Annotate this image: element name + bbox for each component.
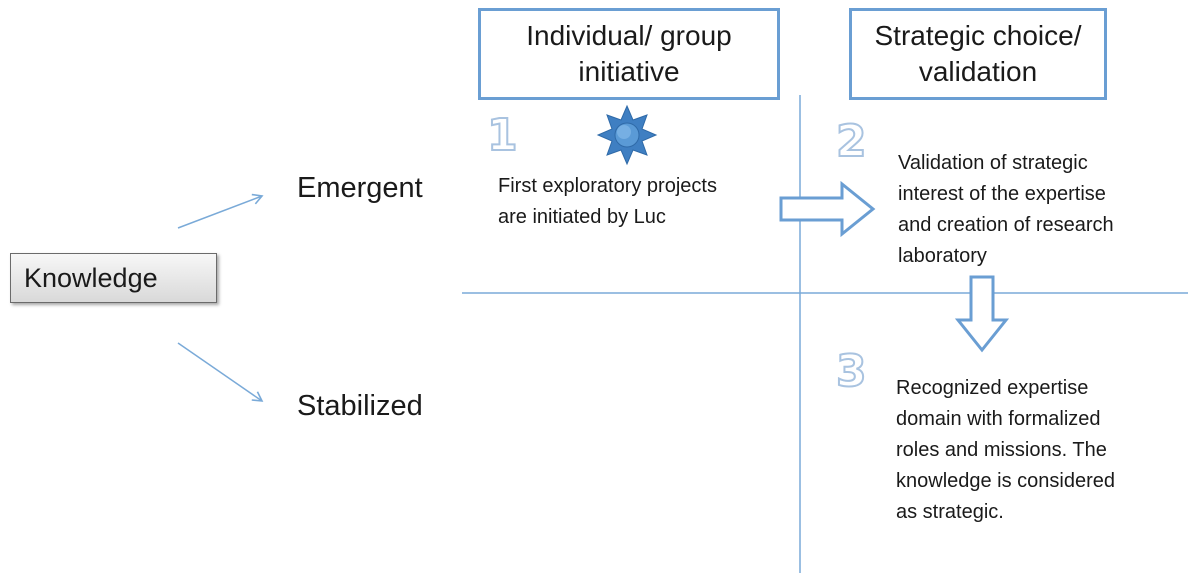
step-1-number: 1 [486,109,519,162]
step-3-line: Recognized expertise [896,377,1089,399]
block-arrow-right [779,180,876,238]
column-header-strategic: Strategic choice/ validation [849,8,1107,100]
column-header-initiative-line1: Individual/ group [526,20,732,51]
step-3-line: knowledge is considered [896,470,1116,492]
step-2-text: Validation of strategic interest of the … [898,148,1114,272]
step-1-line: are initiated by Luc [498,206,666,228]
arrow-to-stabilized [177,342,264,402]
knowledge-label: Knowledge [24,262,158,293]
step-3-line: domain with formalized [896,408,1101,430]
step-2-line: Validation of strategic [898,152,1088,174]
step-3-line: roles and missions. The [896,439,1107,461]
column-header-strategic-line2: validation [918,56,1038,87]
star-icon [596,104,658,166]
step-2-line: and creation of research [898,214,1114,236]
step-1-text: First exploratory projects are initiated… [498,171,717,233]
column-header-initiative-line2: initiative [578,56,680,87]
step-3-number: 3 [835,345,868,398]
block-arrow-down [954,275,1010,353]
emergent-label: Emergent [297,172,423,204]
step-2-line: interest of the expertise [898,183,1106,205]
step-3-line: as strategic. [896,501,1004,523]
knowledge-box: Knowledge [10,253,217,303]
column-header-strategic-line1: Strategic choice/ [874,20,1082,51]
step-2-line: laboratory [898,245,987,267]
step-1-line: First exploratory projects [498,175,717,197]
arrow-to-emergent [177,193,264,229]
step-2-number: 2 [835,115,868,168]
column-header-initiative: Individual/ group initiative [478,8,780,100]
step-3-text: Recognized expertise domain with formali… [896,373,1115,528]
stabilized-label: Stabilized [297,390,423,422]
